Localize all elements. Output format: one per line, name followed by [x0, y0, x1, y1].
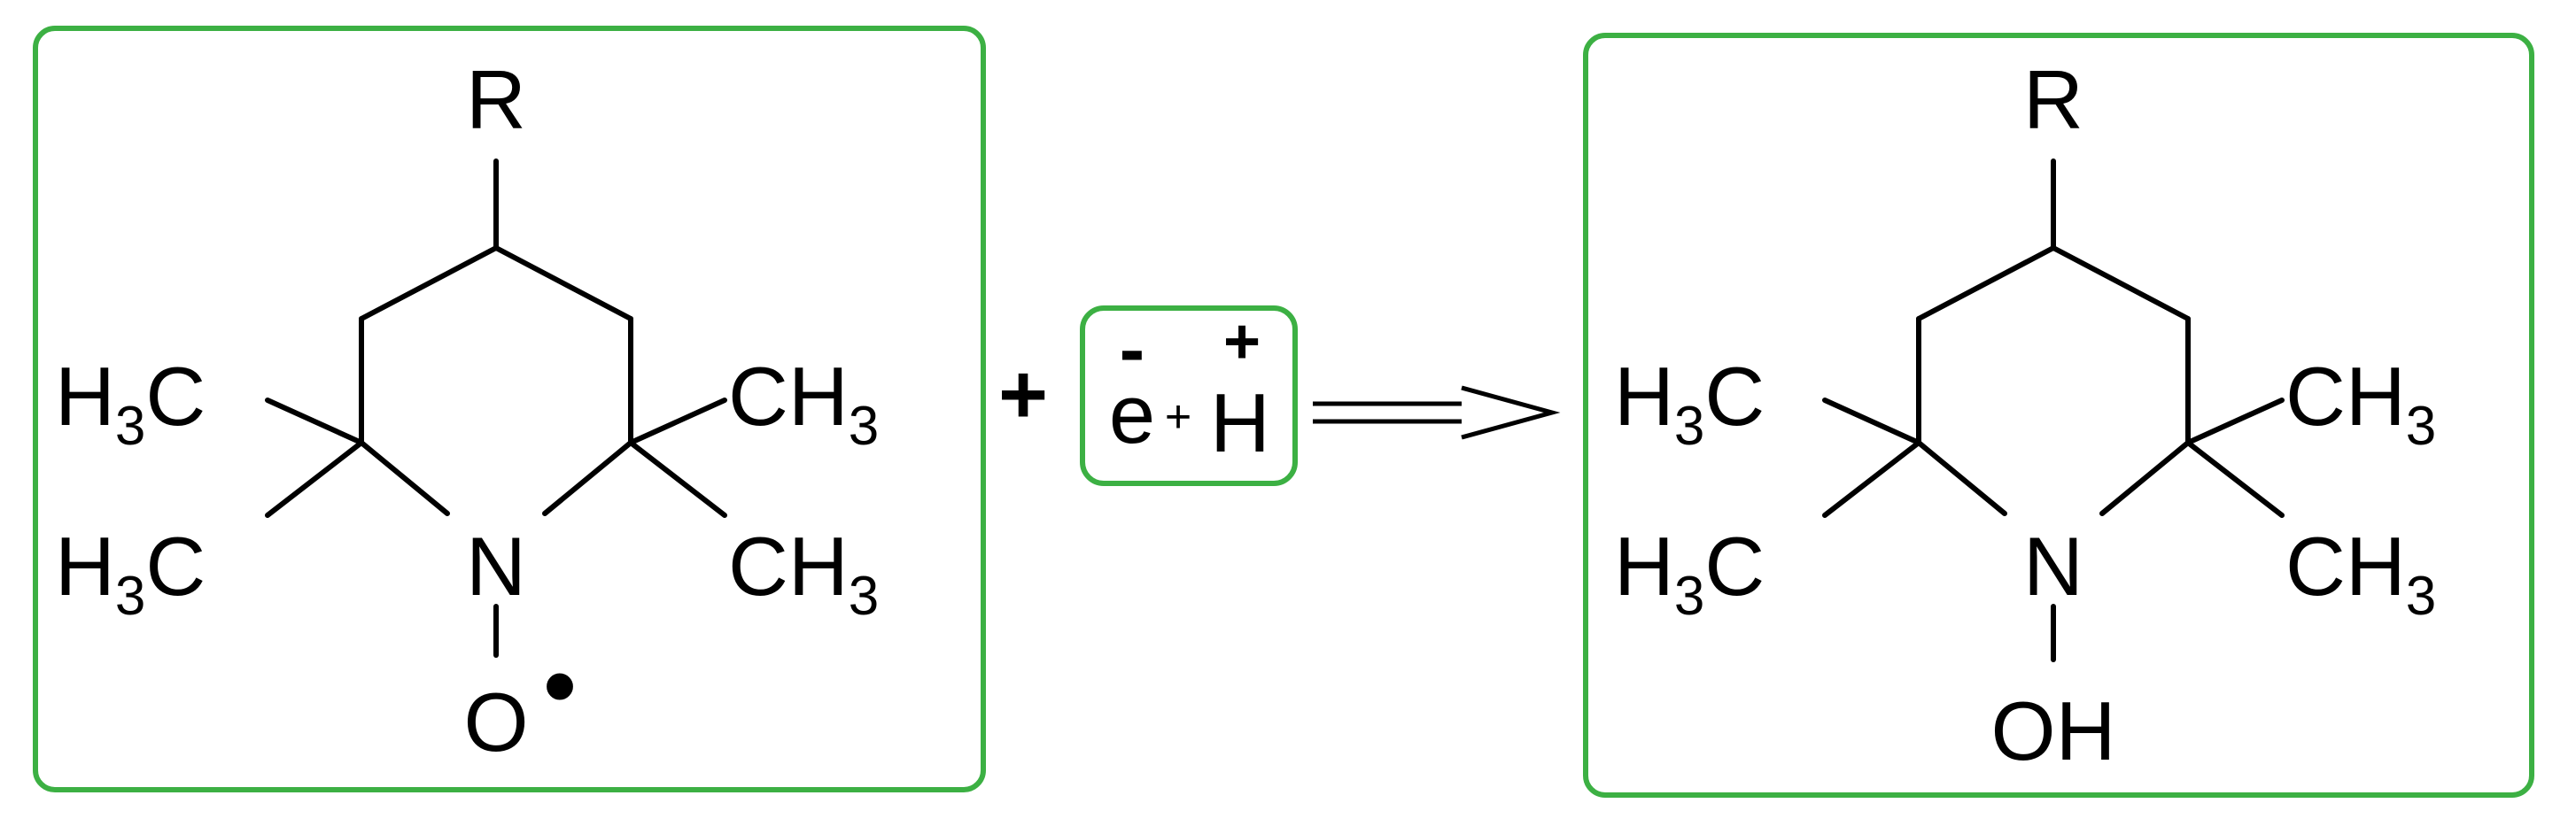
reactant-structure — [265, 158, 727, 658]
product-r-label: R — [2023, 53, 2083, 146]
reactant-right-bottom-methyl: CH3 — [728, 520, 879, 627]
reactant-left-top-methyl: H3C — [55, 350, 206, 457]
product-left-bottom-methyl: H3C — [1614, 520, 1765, 627]
electron-charge: - — [1120, 307, 1145, 392]
proton-charge: + — [1223, 306, 1261, 377]
bond-c4-c3r — [493, 245, 633, 321]
bond-c2r-me-top — [2185, 398, 2285, 445]
reagent-box — [1080, 305, 1298, 486]
plus-sign: + — [998, 347, 1048, 442]
product-nitrogen: N — [2023, 520, 2083, 613]
product-box — [1583, 33, 2534, 798]
proton-label: H — [1210, 376, 1270, 469]
bond-c2r-me-top — [628, 398, 727, 445]
reactant-oxygen: O — [463, 676, 528, 768]
product-left-top-methyl: H3C — [1614, 350, 1765, 457]
electron-label: e — [1109, 367, 1155, 460]
bond-c2l-n — [1916, 440, 2007, 516]
bond-c4-c3l — [1916, 245, 2056, 321]
bond-c2l-me-bottom — [1822, 440, 1921, 518]
bond-c2r-me-bottom — [628, 440, 727, 518]
bond-c2r-n — [2099, 440, 2191, 516]
bond-c2l-me-top — [1822, 398, 1921, 445]
product-right-bottom-methyl: CH3 — [2285, 520, 2436, 627]
bond-c2l-me-top — [265, 398, 364, 445]
bond-c4-c3r — [2051, 245, 2191, 321]
radical-dot-icon: • — [543, 631, 578, 740]
bond-c2l-n — [359, 440, 450, 516]
reactant-left-bottom-methyl: H3C — [55, 520, 206, 627]
inner-plus-sign: + — [1165, 391, 1191, 443]
product-right-top-methyl: CH3 — [2285, 350, 2436, 457]
product-hydroxyl: OH — [1991, 684, 2116, 777]
reactant-r-label: R — [466, 53, 526, 146]
bond-c2l-me-bottom — [265, 440, 364, 518]
reactant-right-top-methyl: CH3 — [728, 350, 879, 457]
bond-c4-c3l — [359, 245, 499, 321]
reactant-nitrogen: N — [466, 520, 526, 613]
product-structure — [1822, 158, 2285, 662]
reactant-box — [33, 26, 986, 792]
double-arrow-right-icon — [1313, 385, 1561, 440]
bond-c2r-me-bottom — [2185, 440, 2285, 518]
bond-c2r-n — [542, 440, 633, 516]
